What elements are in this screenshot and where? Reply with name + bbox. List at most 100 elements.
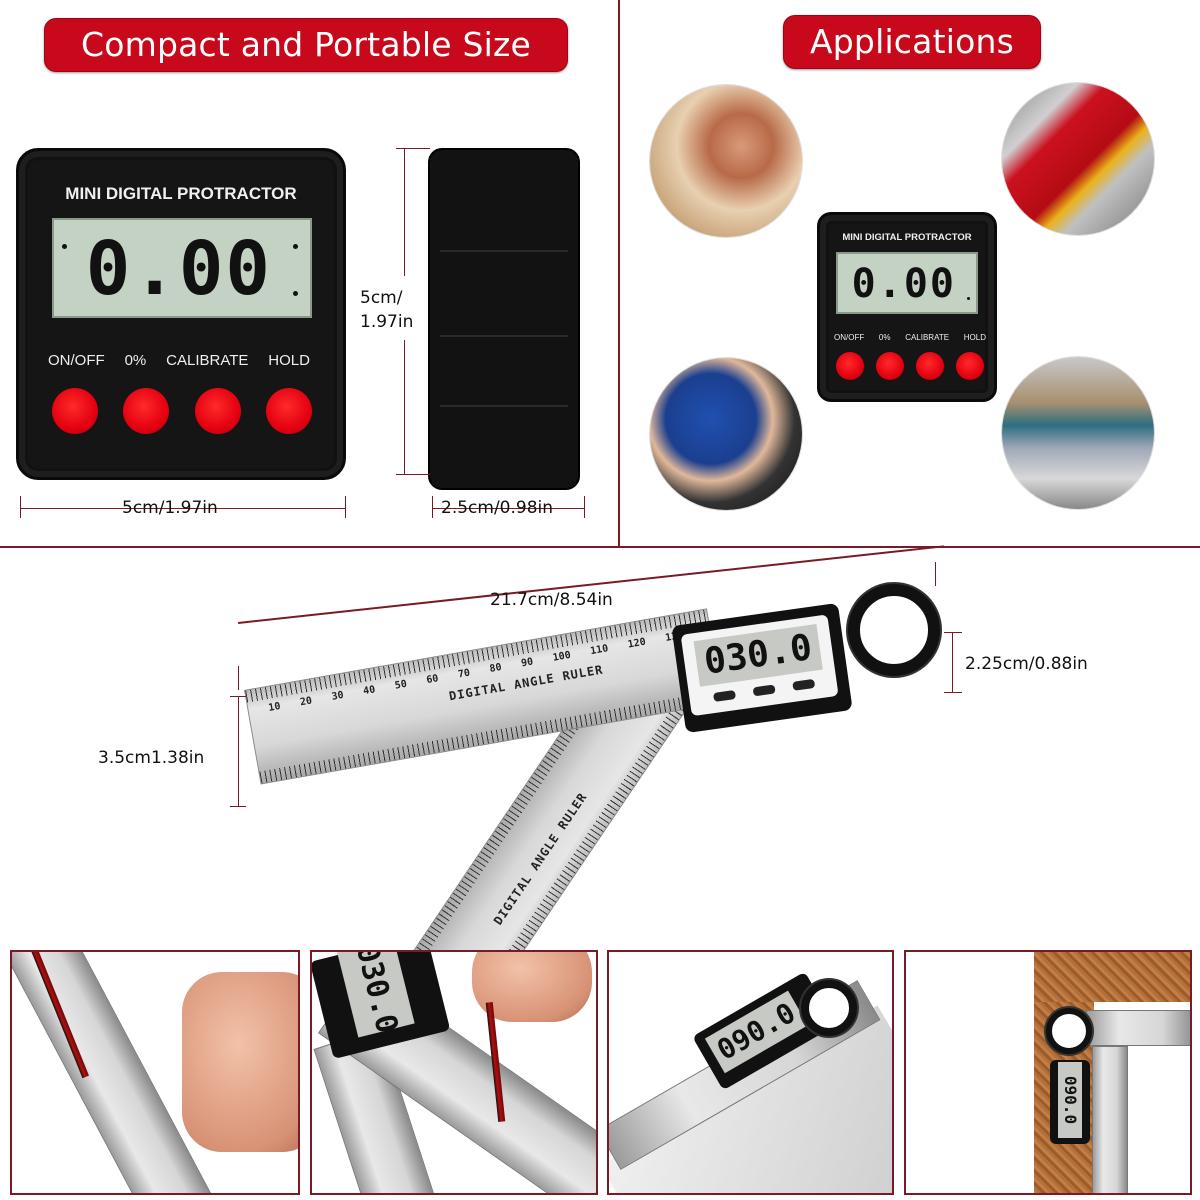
device-buttons bbox=[52, 388, 312, 434]
mini-protractor-front-content: MINI DIGITAL PROTRACTOR 0.00 ON/OFF 0% C… bbox=[0, 0, 330, 434]
small-label-hold: HOLD bbox=[963, 333, 986, 342]
side-seam bbox=[440, 335, 568, 337]
side-seam bbox=[440, 405, 568, 407]
ruler-strip-vertical bbox=[1092, 1046, 1128, 1193]
label-hold: HOLD bbox=[268, 352, 310, 369]
scale-tick: 130 bbox=[664, 629, 685, 644]
width-dimension-label: 5cm/1.97in bbox=[122, 498, 218, 518]
ruler-arm-label: DIGITAL ANGLE RULER bbox=[448, 662, 605, 704]
applications-banner: Applications bbox=[783, 15, 1041, 69]
head-height-dimension-tick bbox=[944, 632, 962, 633]
height-label-cm: 5cm/ bbox=[360, 288, 403, 308]
length-dimension-tick bbox=[238, 666, 239, 690]
depth-dimension-line bbox=[432, 508, 584, 509]
ruler-lock-knob bbox=[801, 980, 857, 1036]
ruler-strip-horizontal bbox=[1086, 1010, 1190, 1046]
arm-width-dimension-line bbox=[238, 696, 239, 806]
arm-width-dimension-label: 3.5cm1.38in bbox=[98, 748, 205, 768]
small-lcd-display: 0.00 bbox=[836, 252, 978, 314]
section-divider-vertical bbox=[618, 0, 620, 548]
ruler-head: 090.0 bbox=[1050, 1060, 1090, 1144]
panel-lcd-value: 030.0 bbox=[337, 952, 415, 1038]
small-on-off-button bbox=[836, 352, 864, 380]
ruler-lock-knob bbox=[848, 584, 940, 676]
arm-width-dimension-tick bbox=[230, 806, 246, 807]
scale-tick: 20 bbox=[299, 695, 313, 709]
small-hold-button bbox=[956, 352, 984, 380]
height-dimension-tick bbox=[396, 148, 430, 149]
small-label-calibrate: CALIBRATE bbox=[905, 333, 950, 342]
application-image-automotive bbox=[650, 358, 802, 510]
scale-tick: 80 bbox=[488, 662, 503, 675]
small-lcd-value: 0.00 bbox=[851, 261, 956, 307]
device-title: MINI DIGITAL PROTRACTOR bbox=[65, 184, 297, 203]
ruler-button bbox=[752, 684, 776, 697]
height-dimension-tick bbox=[396, 474, 430, 475]
lcd-degree-dot bbox=[293, 244, 298, 249]
on-off-button bbox=[52, 388, 98, 434]
head-height-dimension-tick bbox=[944, 692, 962, 693]
arm-width-dimension-tick bbox=[230, 696, 246, 697]
ruler-digital-head: 030.0 bbox=[671, 602, 853, 734]
application-image-home-decor bbox=[1002, 357, 1154, 509]
length-dimension-label: 21.7cm/8.54in bbox=[490, 590, 613, 610]
small-label-on-off: ON/OFF bbox=[834, 333, 865, 342]
head-height-dimension-label: 2.25cm/0.88in bbox=[965, 654, 1088, 674]
ruler-arm-fixed: 10 20 30 40 50 60 70 80 90 100 110 120 1… bbox=[244, 608, 724, 785]
height-dimension-line bbox=[404, 340, 405, 474]
small-calibrate-button bbox=[916, 352, 944, 380]
ruler-button bbox=[792, 678, 816, 691]
depth-dimension-tick bbox=[432, 496, 433, 518]
panel-lcd-value: 090.0 bbox=[1058, 1062, 1082, 1138]
height-dimension-label: 5cm/ 1.97in bbox=[360, 286, 413, 334]
hand bbox=[182, 972, 298, 1152]
calibrate-button bbox=[194, 388, 241, 434]
height-dimension-line bbox=[404, 148, 405, 276]
ruler-ticks bbox=[245, 609, 709, 703]
small-label-zero: 0% bbox=[878, 333, 891, 342]
scale-tick: 50 bbox=[393, 678, 408, 692]
scale-tick: 10 bbox=[267, 701, 282, 714]
scale-tick: 90 bbox=[520, 656, 535, 670]
application-image-woodworking bbox=[650, 85, 802, 237]
lcd-arrow-indicator bbox=[293, 291, 298, 296]
hold-button bbox=[265, 388, 312, 434]
small-button-labels: ON/OFF 0% CALIBRATE HOLD bbox=[834, 333, 986, 342]
width-dimension-tick bbox=[345, 496, 346, 518]
scale-tick: 30 bbox=[330, 689, 345, 703]
small-lcd-indicator bbox=[967, 297, 970, 300]
scale-tick: 70 bbox=[457, 667, 471, 681]
compact-size-banner: Compact and Portable Size bbox=[44, 18, 568, 72]
label-zero: 0% bbox=[124, 352, 147, 369]
head-height-dimension-line bbox=[952, 632, 953, 692]
label-calibrate: CALIBRATE bbox=[166, 352, 249, 369]
application-image-saw-blade bbox=[1002, 83, 1154, 235]
scale-tick: 110 bbox=[589, 643, 610, 658]
length-dimension-tick bbox=[935, 562, 936, 586]
width-dimension-tick bbox=[20, 496, 21, 518]
scale-tick: 40 bbox=[362, 684, 377, 698]
ruler-screen: 030.0 bbox=[680, 614, 839, 717]
depth-dimension-label: 2.5cm/0.98in bbox=[441, 498, 554, 518]
usage-panel-measuring: 090.0 bbox=[607, 950, 894, 1195]
height-label-in: 1.97in bbox=[360, 312, 414, 332]
zero-button bbox=[123, 388, 170, 434]
button-labels: ON/OFF 0% CALIBRATE HOLD bbox=[48, 352, 310, 369]
scale-tick: 120 bbox=[626, 636, 647, 651]
usage-panel-marking bbox=[10, 950, 300, 1195]
wooden-tabletop bbox=[1034, 952, 1190, 1002]
width-dimension-line bbox=[20, 508, 346, 509]
mini-protractor-side bbox=[428, 148, 580, 490]
lcd-value: 0.00 bbox=[85, 226, 272, 312]
label-on-off: ON/OFF bbox=[48, 352, 105, 369]
small-device-title: MINI DIGITAL PROTRACTOR bbox=[842, 232, 972, 243]
ruler-ticks bbox=[259, 690, 723, 784]
section-divider-horizontal bbox=[0, 546, 1200, 548]
small-zero-button bbox=[876, 352, 904, 380]
usage-panel-furniture: 090.0 bbox=[904, 950, 1192, 1195]
side-seam bbox=[440, 250, 568, 252]
ruler-scale-numbers: 10 20 30 40 50 60 70 80 90 100 110 120 1… bbox=[268, 630, 685, 714]
depth-dimension-tick bbox=[584, 496, 585, 518]
small-device-buttons bbox=[836, 352, 984, 380]
usage-panel-drawing: 030.0 bbox=[310, 950, 598, 1195]
